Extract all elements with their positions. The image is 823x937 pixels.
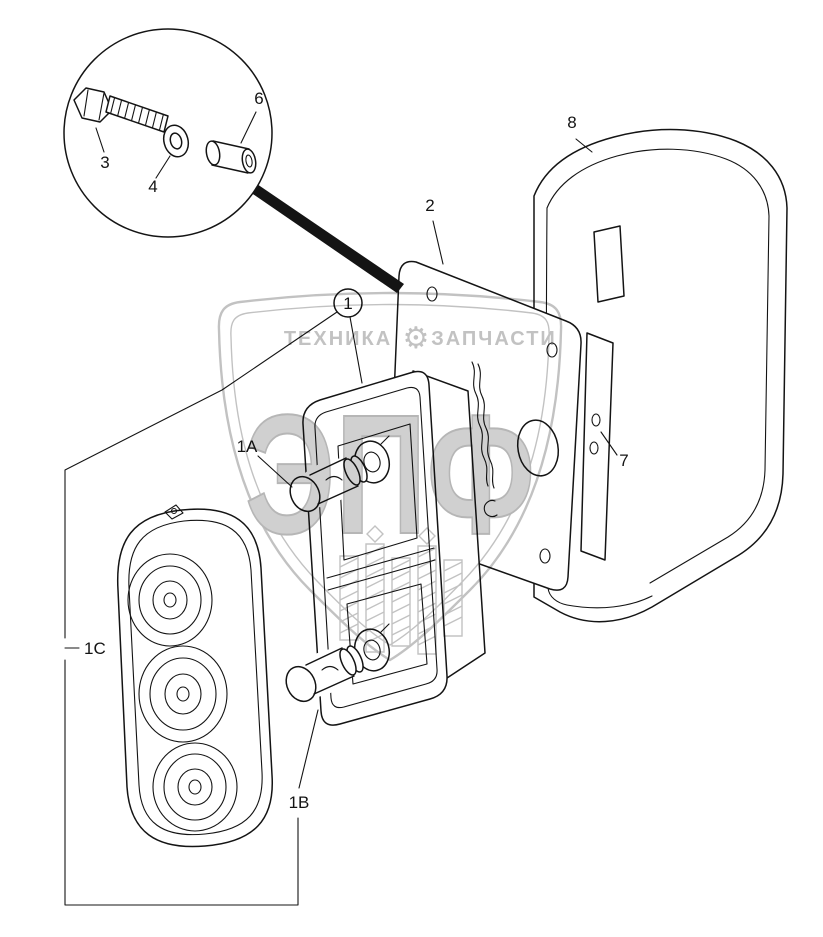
lens-inner-outline — [128, 519, 263, 836]
label-part6: 6 — [254, 89, 263, 108]
leader-8-to-cover — [575, 138, 593, 153]
lens-ring — [152, 580, 188, 620]
callout-1-circle — [333, 288, 363, 318]
label-part2: 2 — [425, 196, 434, 215]
detail-leader-lines — [95, 111, 257, 179]
lens-ring — [152, 742, 238, 832]
upper-socket-inner — [363, 451, 381, 473]
watermark-bar-hatching — [339, 545, 463, 646]
detail-callout: 3 4 6 — [63, 28, 273, 238]
spacer-left-end — [205, 140, 221, 166]
assembly-boundary-lines — [64, 311, 338, 906]
washer-inner — [169, 132, 183, 150]
gear-icon: ⚙ — [403, 321, 430, 356]
gasket-oval-hole — [516, 419, 560, 477]
lens-circle-top — [127, 553, 213, 647]
gasket-c-hole — [483, 499, 498, 518]
lower-socket-inner — [363, 639, 381, 661]
watermark: ТЕХНИКА ⚙ ЗАПЧАСТИ ЭПФ — [217, 291, 563, 662]
watermark-left-text: ТЕХНИКА — [284, 328, 392, 350]
label-part8: 8 — [567, 113, 576, 132]
watermark-bar-outlines — [339, 543, 463, 655]
watermark-shield-inner — [230, 303, 550, 646]
lamp-inner-border — [314, 386, 438, 709]
lens-ring — [138, 565, 202, 635]
leader-2-to-gasket — [432, 220, 444, 265]
lens-part — [116, 504, 273, 848]
bracket-outline — [580, 332, 614, 561]
detail-pointer-line — [247, 182, 404, 293]
label-part7: 7 — [619, 451, 628, 470]
lamp-upper-recess — [337, 423, 418, 561]
bolt-head-facets — [83, 89, 105, 121]
gasket-tear-line-a — [471, 361, 489, 487]
label-part4: 4 — [148, 177, 157, 196]
watermark-shield-outer — [217, 291, 563, 662]
cover-slot — [593, 225, 625, 303]
lens-ring — [176, 686, 190, 702]
lens-ring — [164, 673, 202, 715]
upper-socket-tab — [380, 435, 390, 445]
label-part1c: 1C — [84, 639, 106, 658]
gasket-hole-4 — [539, 548, 551, 564]
lamp-divider-lines — [326, 547, 436, 591]
lens-ring — [177, 768, 213, 806]
lens-ring — [149, 657, 217, 731]
spacer-right-end — [241, 148, 257, 174]
bracket-part — [580, 332, 614, 561]
callouts: 1 1A 1B 1C 2 7 8 — [64, 113, 629, 906]
leader-1a-to-bulb — [257, 455, 293, 488]
watermark-bars — [339, 525, 463, 655]
cover-inner-lip — [546, 148, 770, 584]
spacer-bore — [245, 154, 253, 168]
lens-clip-pin — [170, 507, 178, 515]
label-part3: 3 — [100, 153, 109, 172]
watermark-shield-text: ЭПФ — [245, 380, 535, 570]
lamp-side-edges — [412, 370, 486, 681]
watermark-bar-diamonds — [366, 525, 436, 545]
label-part1b: 1B — [289, 793, 310, 812]
watermark-right-text: ЗАПЧАСТИ — [431, 328, 557, 350]
label-part1: 1 — [343, 294, 352, 313]
lens-ring — [138, 645, 228, 743]
bracket-hole-top — [591, 413, 601, 427]
gasket-tear-line-b — [477, 363, 495, 489]
label-part1a: 1A — [237, 437, 258, 456]
lens-ring — [188, 779, 202, 795]
bolt-shaft — [105, 95, 169, 133]
lens-circle-middle — [138, 645, 228, 743]
leader-1-to-lamp — [349, 316, 363, 384]
lens-ring — [163, 753, 227, 821]
lens-circle-bottom — [152, 742, 238, 832]
lens-ring — [127, 553, 213, 647]
gasket-hole-2 — [546, 342, 558, 358]
lower-socket-tab — [380, 623, 390, 633]
lens-outline — [116, 508, 273, 848]
lens-ring — [163, 592, 177, 608]
bracket-hole-bottom — [589, 441, 599, 455]
leader-7-to-bracket — [600, 431, 618, 456]
bolt-threads — [110, 97, 164, 131]
lens-clip — [164, 504, 184, 520]
